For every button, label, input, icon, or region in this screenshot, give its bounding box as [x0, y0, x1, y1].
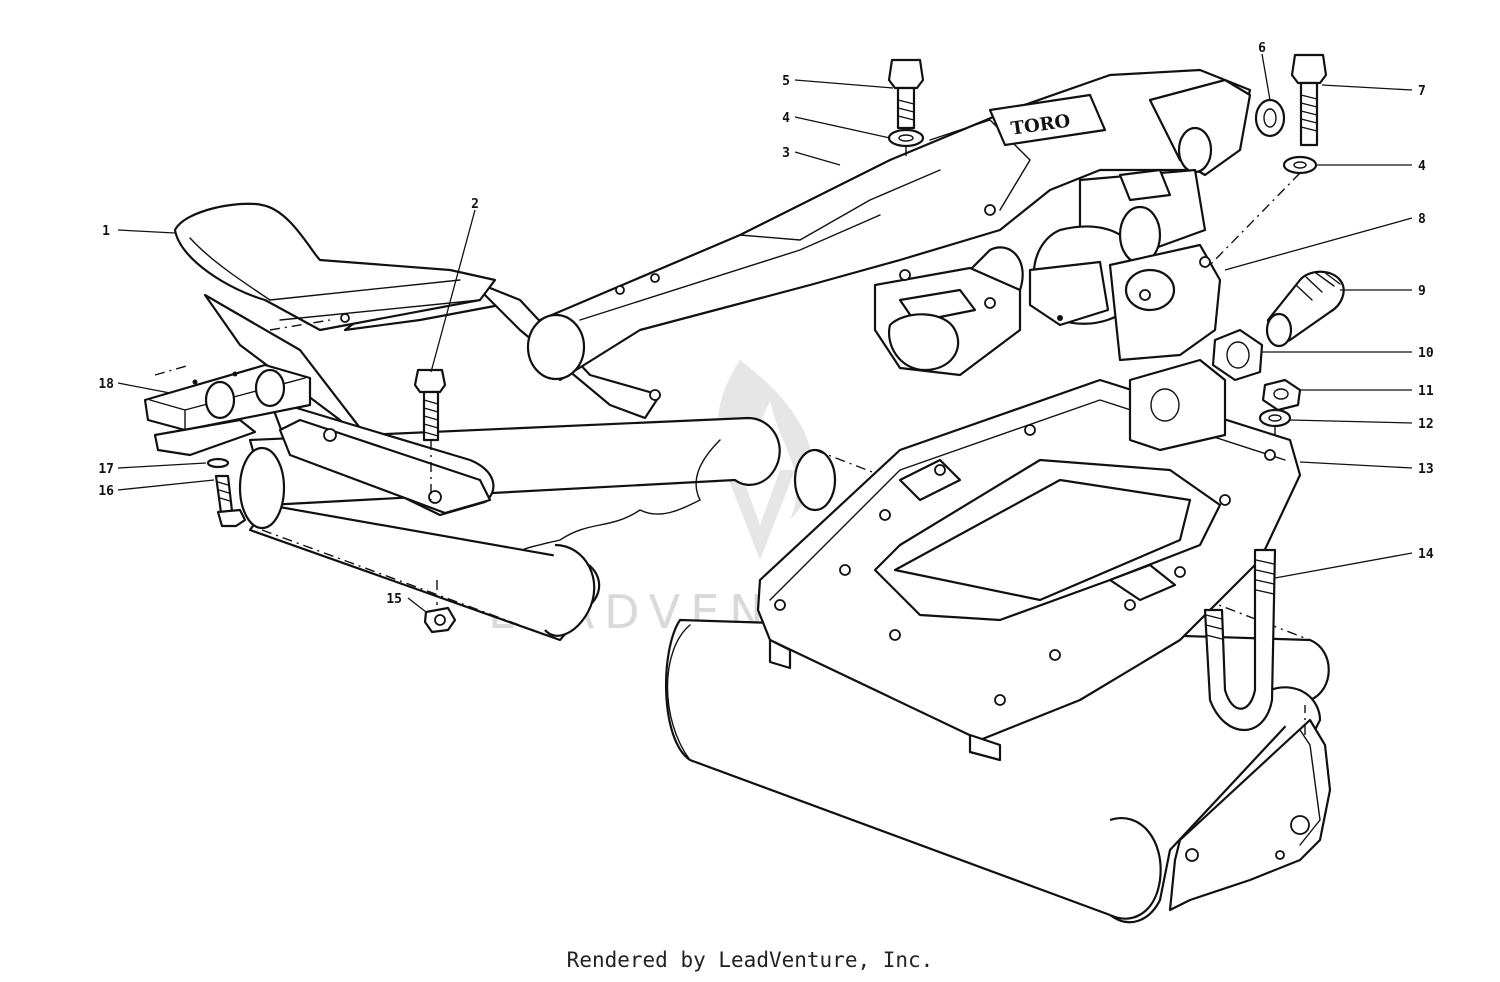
callout-4-left: 4: [782, 111, 790, 126]
bolt-5: [887, 58, 925, 130]
callout-15: 15: [386, 592, 402, 607]
bolt-7: [1290, 53, 1328, 147]
pedal: [173, 202, 497, 332]
callout-leaders: [117, 53, 1413, 613]
callout-4-right: 4: [1418, 159, 1426, 174]
callout-18: 18: [98, 377, 114, 392]
watermark-flame-logo: [717, 360, 813, 560]
callout-1: 1: [102, 224, 110, 239]
washer-12: [1258, 408, 1292, 445]
clamp-block-18: [143, 363, 312, 457]
callout-17: 17: [98, 462, 114, 477]
bolt-9: [1265, 270, 1345, 348]
callout-12: 12: [1418, 417, 1434, 432]
callout-6: 6: [1258, 41, 1266, 56]
callout-7: 7: [1418, 84, 1426, 99]
nut-11: [1261, 378, 1302, 412]
main-arm-casting: TORO: [526, 68, 1252, 382]
callout-10: 10: [1418, 346, 1434, 361]
callout-8: 8: [1418, 212, 1426, 227]
u-bolt-14: [1203, 548, 1277, 732]
bolt-2: [413, 368, 447, 500]
callout-16: 16: [98, 484, 114, 499]
u-joint-yokes: [873, 168, 1222, 377]
callout-labels: 1 2 3 4 4 5 6 7 8 9 10 11 12 13 14 15 16…: [98, 41, 1433, 607]
callout-5: 5: [782, 74, 790, 89]
toro-logo-plate: TORO: [988, 93, 1107, 147]
callout-14: 14: [1418, 547, 1434, 562]
right-tube-section: [664, 448, 1330, 924]
mount-plate-13: [756, 358, 1302, 762]
nut-10: [1211, 328, 1264, 382]
hardware-16-17: [206, 457, 247, 528]
callout-13: 13: [1418, 462, 1434, 477]
callout-11: 11: [1418, 384, 1434, 399]
guard-bracket: [1168, 705, 1332, 912]
callout-3: 3: [782, 146, 790, 161]
callout-9: 9: [1418, 284, 1426, 299]
pivot-bushing-6: [1254, 98, 1286, 138]
callout-2: 2: [471, 197, 479, 212]
nut-15: [423, 580, 457, 634]
footer-credit: Rendered by LeadVenture, Inc.: [566, 948, 934, 972]
